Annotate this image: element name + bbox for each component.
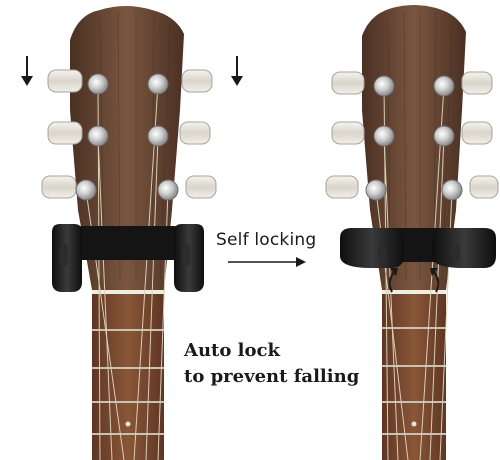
right-fretboard (382, 288, 446, 460)
auto-lock-line2: to prevent falling (184, 366, 360, 387)
right-fret-marker (411, 421, 417, 427)
right-tuner-posts (365, 75, 463, 201)
left-strings (85, 83, 169, 460)
left-fret-marker (125, 421, 131, 427)
curved-arrow-icon (388, 268, 398, 293)
right-arrow-icon (228, 257, 306, 267)
right-guitar (325, 5, 499, 460)
left-guitar (21, 6, 243, 460)
auto-lock-caption: Auto lock to prevent falling (184, 338, 384, 390)
left-holder-open (52, 224, 204, 292)
left-tuner-keys-bass (41, 69, 83, 199)
left-tuner-keys-treble (179, 69, 217, 199)
auto-lock-line1: Auto lock (184, 340, 280, 361)
right-tuner-keys-bass (325, 71, 365, 199)
curved-arrow-icon (430, 268, 440, 293)
down-arrow-icon (231, 56, 243, 86)
right-tuner-keys-treble (461, 71, 499, 199)
left-tuner-posts (75, 73, 179, 201)
left-frets (92, 329, 164, 435)
right-holder-locked (340, 228, 496, 268)
down-arrow-icon (21, 56, 33, 86)
self-locking-label: Self locking (216, 230, 317, 250)
